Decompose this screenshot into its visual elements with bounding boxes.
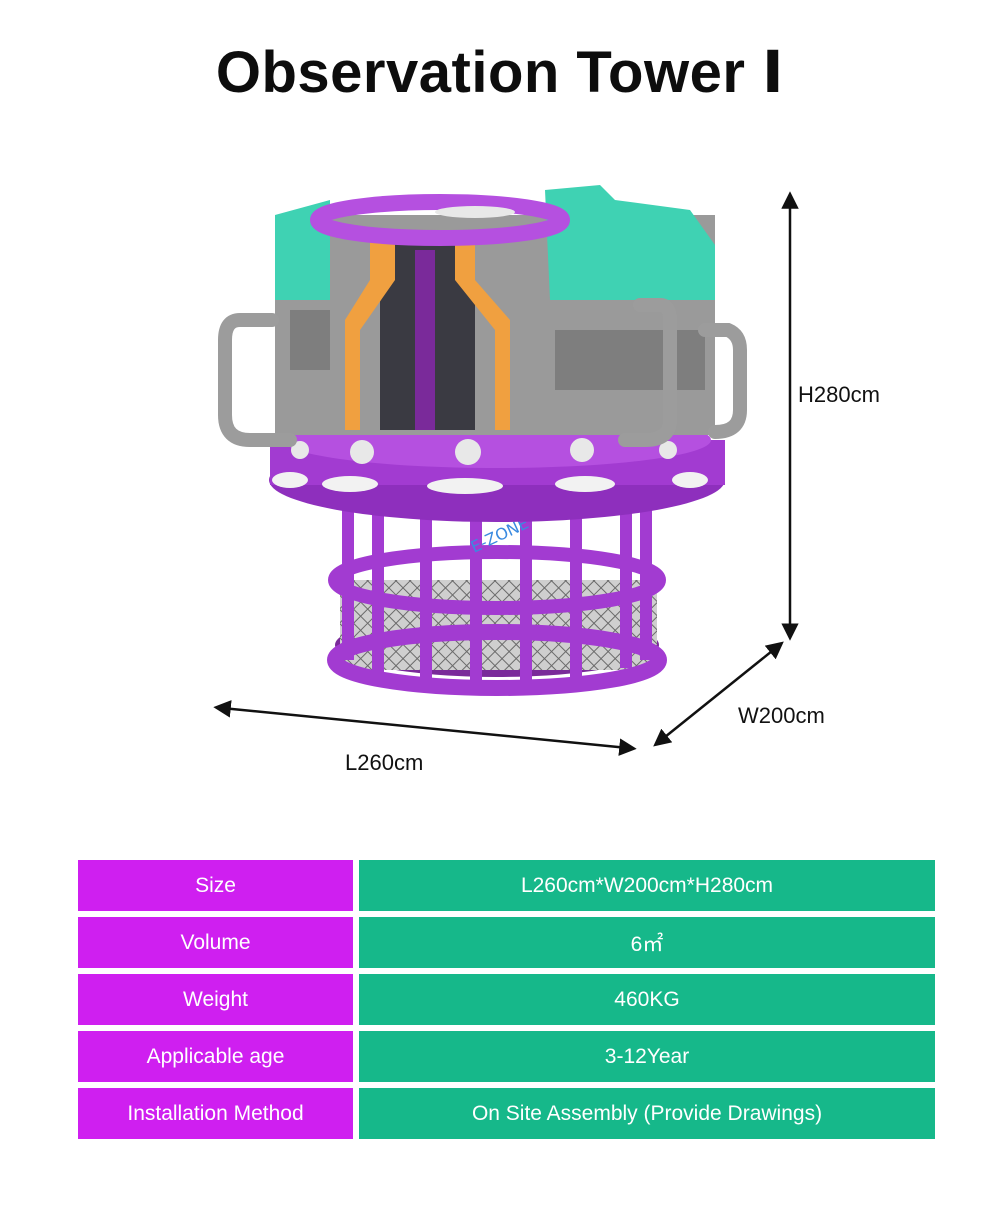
spec-row-size: Size L260cm*W200cm*H280cm — [78, 860, 935, 911]
spec-value: 460KG — [359, 974, 935, 1025]
spec-label: Applicable age — [78, 1031, 359, 1082]
spec-label: Volume — [78, 917, 359, 968]
spec-row-weight: Weight 460KG — [78, 974, 935, 1025]
tower-base-cage: E-ZONE — [327, 500, 667, 696]
spec-table: Size L260cm*W200cm*H280cm Volume 6㎡ Weig… — [78, 854, 935, 1145]
page-title: Observation Tower Ⅰ — [215, 40, 785, 105]
length-dimension-label: L260cm — [345, 750, 424, 775]
spec-row-installation-method: Installation Method On Site Assembly (Pr… — [78, 1088, 935, 1139]
product-illustration: E-ZONE — [213, 185, 799, 756]
side-handles — [218, 298, 747, 447]
spec-value: 3-12Year — [359, 1031, 935, 1082]
spec-label: Size — [78, 860, 359, 911]
spec-label: Weight — [78, 974, 359, 1025]
tower-top-ring — [310, 194, 570, 246]
spec-row-volume: Volume 6㎡ — [78, 917, 935, 968]
spec-row-applicable-age: Applicable age 3-12Year — [78, 1031, 935, 1082]
width-dimension-label: W200cm — [738, 703, 825, 728]
spec-label: Installation Method — [78, 1088, 359, 1139]
spec-value: L260cm*W200cm*H280cm — [359, 860, 935, 911]
spec-value: On Site Assembly (Provide Drawings) — [359, 1088, 935, 1139]
dimension-arrows — [213, 191, 799, 756]
height-dimension-label: H280cm — [798, 382, 880, 407]
spec-value: 6㎡ — [359, 917, 935, 968]
